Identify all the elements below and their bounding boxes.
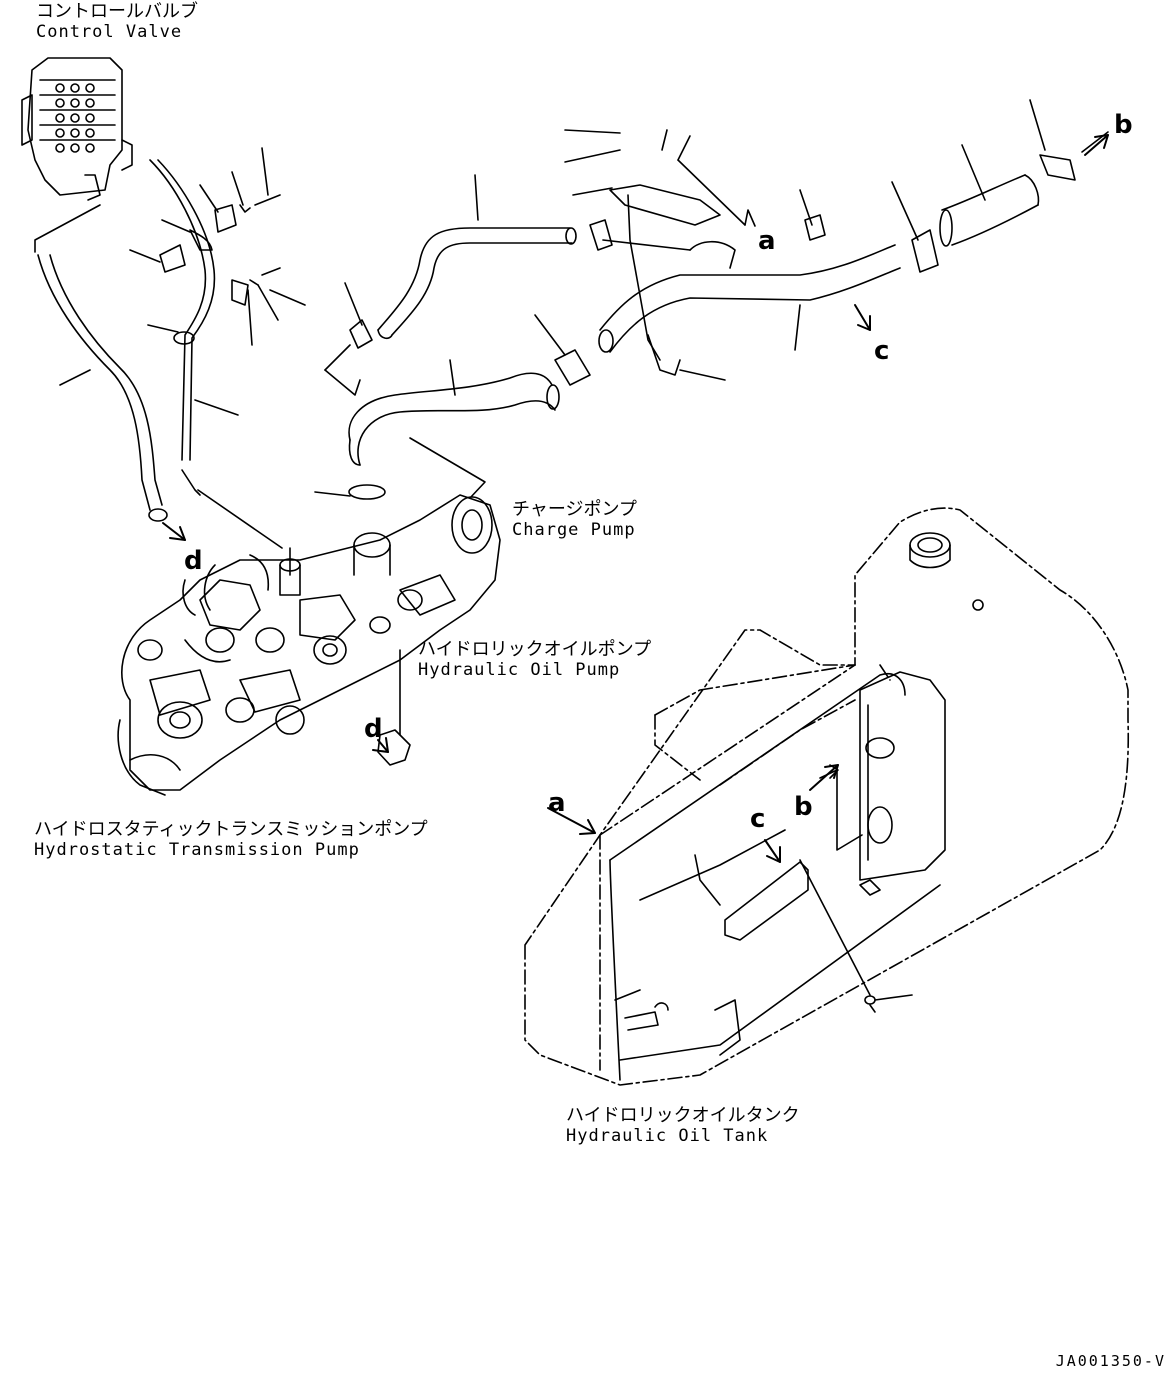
label-control-valve-jp: コントロールバルブ [36,1,198,22]
hydraulic-tank-solid-details [610,533,983,1080]
document-id: JA001350-V [1055,1352,1166,1370]
label-hydraulic-oil-tank-en: Hydraulic Oil Tank [566,1126,769,1146]
ref-b-upper: b [1114,110,1133,140]
label-charge-pump-en: Charge Pump [512,520,636,540]
label-control-valve-en: Control Valve [36,22,183,42]
label-hst-pump: ハイドロスタティックトランスミッションポンプ Hydrostatic Trans… [34,819,428,861]
ref-a-tank: a [548,788,566,818]
label-hydraulic-oil-pump-en: Hydraulic Oil Pump [418,660,621,680]
ref-a-upper: a [758,226,776,256]
label-charge-pump-jp: チャージポンプ [512,499,637,520]
ref-c-upper: c [874,336,890,366]
hose-right [940,132,1108,246]
label-hst-pump-en: Hydrostatic Transmission Pump [34,840,360,860]
label-hst-pump-jp: ハイドロスタティックトランスミッションポンプ [34,819,428,840]
ref-d-pump: d [364,714,383,744]
hose-left-middle [130,148,305,495]
label-hydraulic-oil-pump-jp: ハイドロリックオイルポンプ [418,639,652,660]
hose-left-long [35,205,167,521]
reference-arrows [163,135,1108,862]
label-hydraulic-oil-tank: ハイドロリックオイルタンク Hydraulic Oil Tank [566,1105,800,1147]
label-charge-pump: チャージポンプ Charge Pump [512,499,637,541]
ref-b-tank: b [794,792,813,822]
ref-d-left: d [184,546,203,576]
leader-lines [198,100,1045,735]
return-pipe-center [590,185,938,375]
control-valve-illustration [22,58,132,200]
return-hose-upper [350,228,576,348]
label-hydraulic-oil-pump: ハイドロリックオイルポンプ Hydraulic Oil Pump [418,639,652,681]
suction-hose-lower [349,350,590,499]
label-hydraulic-oil-tank-jp: ハイドロリックオイルタンク [566,1105,800,1126]
pump-assembly-illustration [118,495,500,795]
label-control-valve: コントロールバルブ Control Valve [36,1,198,43]
ref-c-tank: c [750,804,766,834]
